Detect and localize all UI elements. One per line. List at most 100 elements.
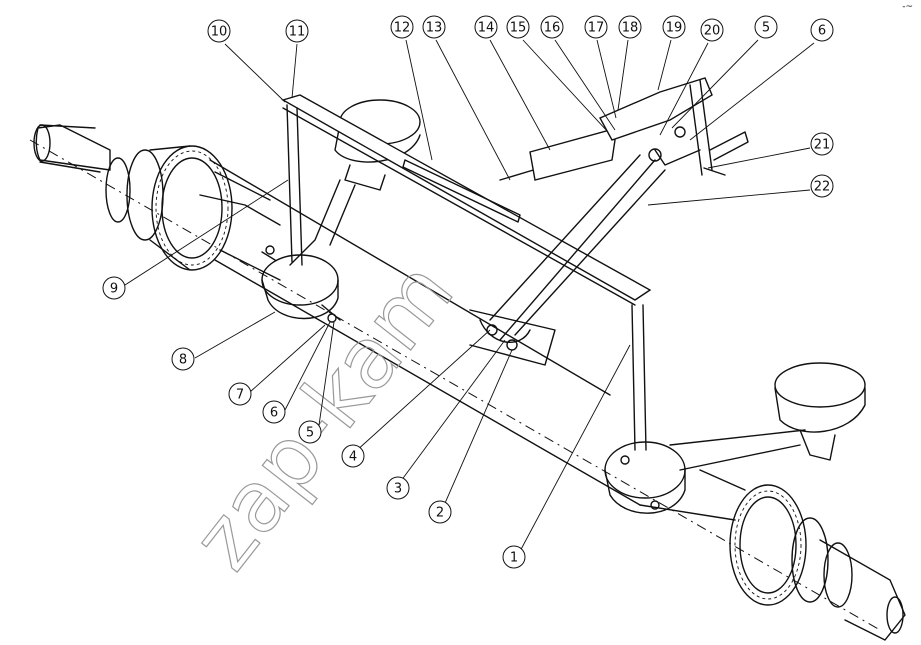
callout-label: 21 bbox=[814, 138, 831, 153]
callout-17: 17 bbox=[584, 15, 608, 39]
leader-4 bbox=[354, 329, 491, 453]
callout-circle bbox=[618, 15, 642, 39]
callout-label: 7 bbox=[236, 388, 244, 403]
callout-10: 10 bbox=[207, 19, 231, 43]
callout-22: 22 bbox=[810, 174, 834, 198]
callout-circle bbox=[506, 15, 530, 39]
leader-8 bbox=[194, 311, 276, 359]
callout-label: 8 bbox=[179, 353, 187, 368]
leader-17 bbox=[596, 39, 617, 119]
callout-12: 12 bbox=[390, 15, 414, 39]
callout-circle bbox=[285, 19, 309, 43]
callout-circle bbox=[584, 15, 608, 39]
left-hub bbox=[33, 124, 281, 281]
callout-label: 15 bbox=[510, 21, 527, 36]
callout-7: 7 bbox=[228, 382, 252, 406]
callout-14: 14 bbox=[474, 15, 498, 39]
leader-12 bbox=[405, 39, 433, 161]
callout-circle bbox=[171, 347, 195, 371]
callout-19: 19 bbox=[662, 15, 686, 39]
callout-label: 12 bbox=[394, 21, 411, 36]
leader-5-top bbox=[671, 39, 759, 129]
callout-label: 9 bbox=[110, 282, 118, 297]
callout-11: 11 bbox=[285, 19, 309, 43]
callout-8: 8 bbox=[171, 347, 195, 371]
leader-7 bbox=[249, 324, 326, 393]
callout-18: 18 bbox=[618, 15, 642, 39]
callout-5: 5 bbox=[754, 15, 778, 39]
leader-13 bbox=[435, 39, 511, 181]
left-brake-chamber bbox=[289, 99, 421, 266]
callout-20: 20 bbox=[700, 18, 724, 42]
callout-circle bbox=[102, 276, 126, 300]
callout-15: 15 bbox=[506, 15, 530, 39]
callout-1: 1 bbox=[502, 545, 526, 569]
callout-circle bbox=[810, 18, 834, 42]
callout-circle bbox=[390, 15, 414, 39]
callout-circle bbox=[474, 15, 498, 39]
leader-21 bbox=[707, 147, 811, 169]
callout-6: 6 bbox=[262, 400, 286, 424]
callout-circle bbox=[700, 18, 724, 42]
watermark: zap-kam bbox=[174, 244, 473, 588]
callout-circle bbox=[502, 545, 526, 569]
leader-1 bbox=[517, 344, 631, 556]
right-clamp bbox=[604, 304, 686, 514]
callout-label: 6 bbox=[270, 406, 278, 421]
callout-label: 10 bbox=[211, 25, 228, 40]
callout-label: 3 bbox=[394, 482, 402, 497]
callout-label: 6 bbox=[818, 24, 826, 39]
callout-circle bbox=[754, 15, 778, 39]
callout-13: 13 bbox=[422, 15, 446, 39]
callout-circle bbox=[422, 15, 446, 39]
callout-circle bbox=[540, 15, 564, 39]
callout-circle bbox=[228, 382, 252, 406]
leader-6 bbox=[284, 321, 331, 411]
axle-tube bbox=[199, 159, 641, 506]
callout-label: 14 bbox=[478, 21, 495, 36]
leader-5 bbox=[317, 321, 335, 433]
callout-label: 19 bbox=[666, 21, 683, 36]
leader-3 bbox=[397, 339, 506, 486]
leader-14 bbox=[489, 39, 551, 151]
callout-label: 22 bbox=[814, 180, 831, 195]
callout-3: 3 bbox=[386, 476, 410, 500]
leader-19 bbox=[657, 39, 672, 91]
diagonal-arm bbox=[469, 154, 666, 366]
axle-centerline bbox=[29, 139, 881, 631]
callout-label: 20 bbox=[704, 24, 721, 39]
callout-label: 2 bbox=[436, 506, 444, 521]
leader-18 bbox=[617, 39, 629, 111]
callout-circle bbox=[341, 444, 365, 468]
callout-label: 16 bbox=[544, 21, 561, 36]
callout-label: 5 bbox=[306, 426, 314, 441]
right-hub bbox=[639, 469, 906, 641]
callout-label: 1 bbox=[510, 551, 518, 566]
leader-lines bbox=[124, 39, 815, 556]
leader-15 bbox=[522, 39, 609, 133]
left-clamp bbox=[261, 104, 341, 323]
callout-9: 9 bbox=[102, 276, 126, 300]
callout-circle bbox=[810, 132, 834, 156]
callout-circle bbox=[428, 500, 452, 524]
callout-circle bbox=[662, 15, 686, 39]
leader-22 bbox=[647, 189, 811, 206]
leader-16 bbox=[554, 39, 616, 131]
callout-label: 4 bbox=[349, 450, 357, 465]
callout-circle bbox=[298, 420, 322, 444]
cross-bar bbox=[281, 94, 652, 306]
callout-2: 2 bbox=[428, 500, 452, 524]
leader-6-top bbox=[689, 42, 815, 141]
leader-20 bbox=[659, 42, 709, 136]
callout-circle bbox=[386, 476, 410, 500]
callout-label: 13 bbox=[426, 21, 443, 36]
callout-4: 4 bbox=[341, 444, 365, 468]
corner-mark: -~ bbox=[902, 2, 913, 12]
adjuster-mechanism bbox=[499, 77, 749, 181]
callout-label: 5 bbox=[762, 21, 770, 36]
leader-2 bbox=[441, 349, 513, 511]
callout-circle bbox=[262, 400, 286, 424]
callout-21: 21 bbox=[810, 132, 834, 156]
